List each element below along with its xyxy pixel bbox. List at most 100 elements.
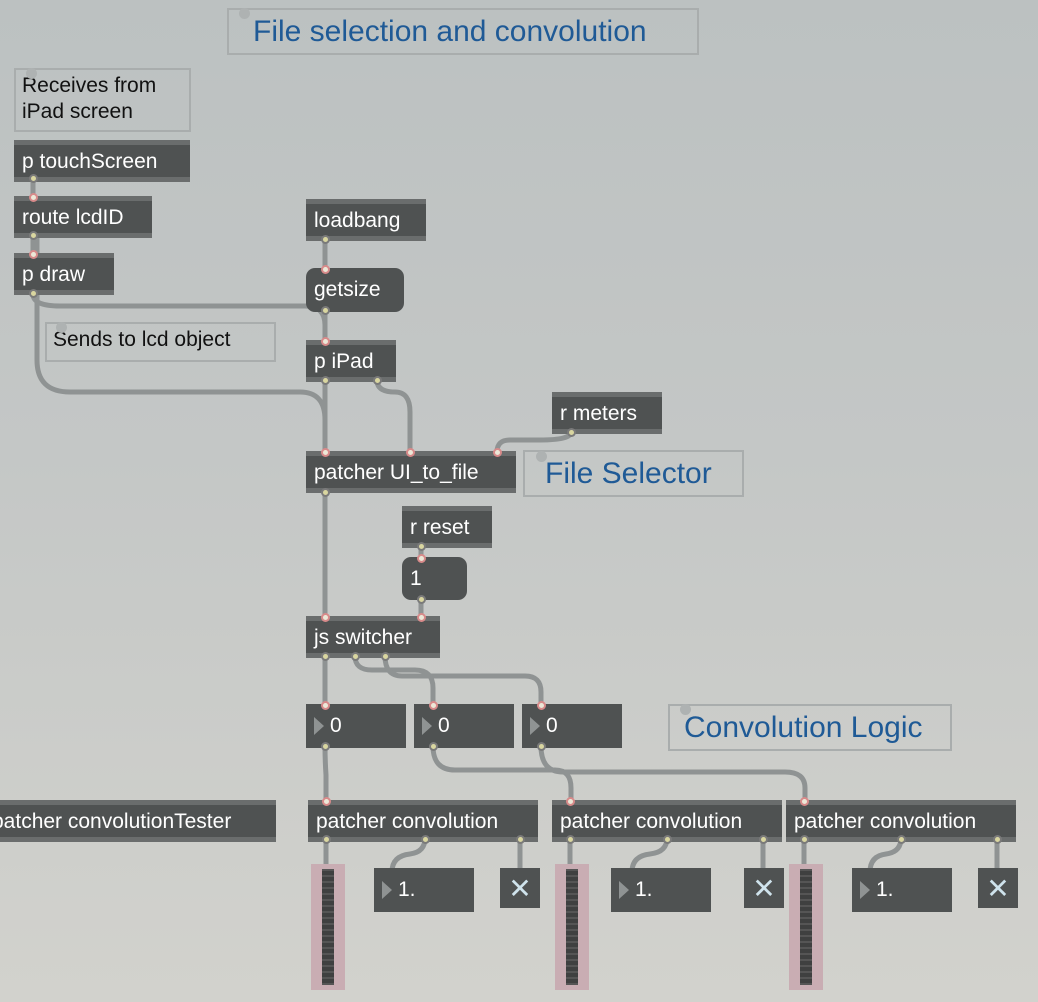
object-ipad[interactable]: p iPad (306, 340, 396, 382)
object-r-meters-label: r meters (560, 401, 638, 425)
inlet-dot[interactable] (417, 613, 426, 622)
meter-well (316, 869, 340, 985)
object-route[interactable]: route lcdID (14, 196, 152, 238)
inlet-dot[interactable] (321, 448, 330, 457)
toggle-2[interactable]: ✕ (744, 868, 784, 908)
object-draw-label: p draw (22, 262, 86, 286)
outlet-dot[interactable] (537, 742, 546, 751)
outlet-dot[interactable] (800, 835, 809, 844)
message-getsize[interactable]: getsize (306, 268, 404, 312)
outlet-dot[interactable] (321, 376, 330, 385)
inlet-dot[interactable] (321, 265, 330, 274)
number-box-1[interactable]: 0 (306, 704, 406, 748)
outlet-dot[interactable] (566, 835, 575, 844)
outlet-dot[interactable] (351, 652, 360, 661)
triangle-right-icon (619, 881, 629, 899)
comment-handle[interactable] (536, 451, 547, 462)
object-convolution-3-label: patcher convolution (794, 809, 977, 833)
outlet-dot[interactable] (373, 376, 382, 385)
message-one-label: 1 (410, 566, 422, 590)
object-ui-to-file[interactable]: patcher UI_to_file (306, 451, 516, 493)
comment-handle[interactable] (56, 322, 67, 333)
object-draw[interactable]: p draw (14, 253, 114, 295)
outlet-dot[interactable] (421, 835, 430, 844)
outlet-dot[interactable] (29, 231, 38, 240)
outlet-dot[interactable] (29, 174, 38, 183)
meter-well (794, 869, 818, 985)
outlet-dot[interactable] (321, 488, 330, 497)
outlet-dot[interactable] (759, 835, 768, 844)
comment-handle[interactable] (680, 704, 691, 715)
object-r-meters[interactable]: r meters (552, 392, 662, 434)
object-ui-to-file-label: patcher UI_to_file (314, 460, 479, 484)
comment-receives: Receives from iPad screen (14, 68, 191, 132)
outlet-dot[interactable] (417, 595, 426, 604)
outlet-dot[interactable] (516, 835, 525, 844)
inlet-dot[interactable] (406, 448, 415, 457)
comment-receives-text: Receives from iPad screen (22, 74, 157, 123)
float-box-2[interactable]: 1. (611, 868, 711, 912)
message-one[interactable]: 1 (402, 557, 467, 600)
object-convolution-3[interactable]: patcher convolution (786, 800, 1016, 842)
toggle-1[interactable]: ✕ (500, 868, 540, 908)
inlet-dot[interactable] (29, 250, 38, 259)
object-convolution-1-label: patcher convolution (316, 809, 499, 833)
inlet-dot[interactable] (800, 797, 809, 806)
inlet-dot[interactable] (321, 337, 330, 346)
object-route-label: route lcdID (22, 205, 124, 229)
outlet-dot[interactable] (417, 542, 426, 551)
number-box-2[interactable]: 0 (414, 704, 514, 748)
number-box-3[interactable]: 0 (522, 704, 622, 748)
level-meter-2[interactable] (555, 864, 589, 990)
outlet-dot[interactable] (321, 742, 330, 751)
object-ipad-label: p iPad (314, 349, 374, 373)
title-file-selection-text: File selection and convolution (253, 15, 647, 48)
float-box-1-value: 1. (398, 878, 416, 901)
outlet-dot[interactable] (321, 306, 330, 315)
object-r-reset[interactable]: r reset (402, 506, 492, 548)
object-js-switcher[interactable]: js switcher (306, 616, 440, 658)
title-file-selector-text: File Selector (545, 457, 712, 490)
x-toggle-icon: ✕ (752, 871, 776, 905)
object-touchscreen[interactable]: p touchScreen (14, 140, 190, 182)
object-convolution-2-label: patcher convolution (560, 809, 743, 833)
outlet-dot[interactable] (567, 428, 576, 437)
level-meter-3[interactable] (789, 864, 823, 990)
outlet-dot[interactable] (29, 289, 38, 298)
outlet-dot[interactable] (322, 835, 331, 844)
triangle-right-icon (860, 881, 870, 899)
float-box-1[interactable]: 1. (374, 868, 474, 912)
comment-sends: Sends to lcd object (45, 322, 276, 362)
inlet-dot[interactable] (537, 701, 546, 710)
inlet-dot[interactable] (321, 701, 330, 710)
float-box-3[interactable]: 1. (852, 868, 952, 912)
outlet-dot[interactable] (321, 235, 330, 244)
toggle-3[interactable]: ✕ (978, 868, 1018, 908)
comment-handle[interactable] (26, 68, 37, 79)
inlet-dot[interactable] (417, 554, 426, 563)
title-convolution-logic: Convolution Logic (668, 704, 952, 751)
outlet-dot[interactable] (429, 742, 438, 751)
outlet-dot[interactable] (663, 835, 672, 844)
outlet-dot[interactable] (381, 652, 390, 661)
title-convolution-logic-text: Convolution Logic (684, 711, 923, 744)
inlet-dot[interactable] (29, 193, 38, 202)
inlet-dot[interactable] (493, 448, 502, 457)
object-convolution-tester[interactable]: patcher convolutionTester (0, 800, 276, 842)
inlet-dot[interactable] (321, 613, 330, 622)
comment-handle[interactable] (239, 8, 250, 19)
outlet-dot[interactable] (993, 835, 1002, 844)
inlet-dot[interactable] (566, 797, 575, 806)
number-box-1-value: 0 (330, 714, 342, 737)
meter-well (560, 869, 584, 985)
title-file-selector: File Selector (523, 450, 744, 497)
inlet-dot[interactable] (429, 701, 438, 710)
outlet-dot[interactable] (897, 835, 906, 844)
triangle-right-icon (314, 717, 324, 735)
outlet-dot[interactable] (321, 652, 330, 661)
level-meter-1[interactable] (311, 864, 345, 990)
x-toggle-icon: ✕ (986, 871, 1010, 905)
inlet-dot[interactable] (322, 797, 331, 806)
object-loadbang[interactable]: loadbang (306, 199, 426, 241)
comment-sends-text: Sends to lcd object (53, 328, 231, 351)
